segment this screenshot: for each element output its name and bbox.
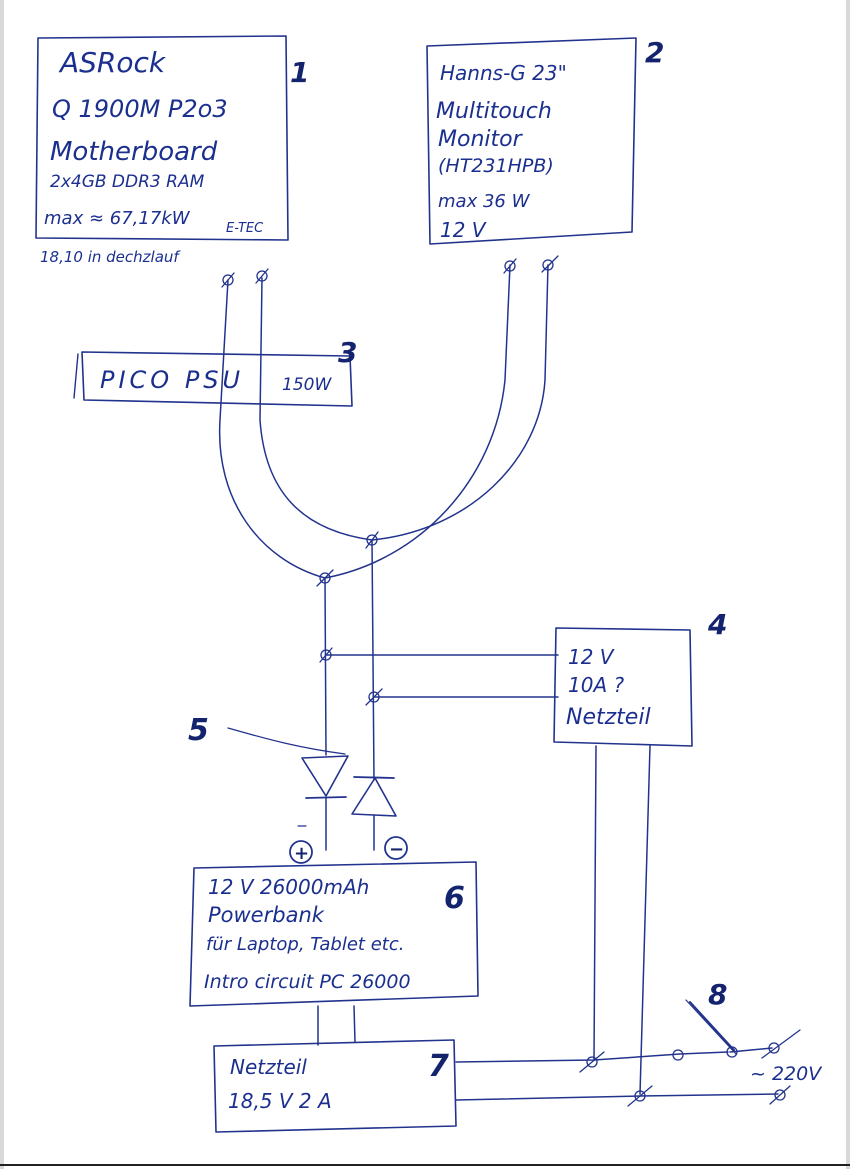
motherboard-etec: E-TEC bbox=[226, 221, 264, 236]
netzteil-12v-current: 10A ? bbox=[568, 673, 624, 697]
powerbank-usage: für Laptop, Tablet etc. bbox=[206, 934, 404, 955]
mains-wiring bbox=[455, 999, 801, 1107]
monitor-number: 2 bbox=[645, 36, 664, 69]
motherboard-ram: 2x4GB DDR3 RAM bbox=[50, 172, 205, 192]
polarity-minus-symbol: − bbox=[384, 836, 408, 860]
diodes: 5 bbox=[188, 713, 397, 827]
monitor-model: (HT231HPB) bbox=[438, 155, 554, 177]
motherboard-label: Motherboard bbox=[50, 137, 218, 167]
powerbank-box: 12 V 26000mAh Powerbank für Laptop, Tabl… bbox=[189, 861, 479, 1046]
monitor-power: max 36 W bbox=[438, 191, 531, 212]
diodes-number: 5 bbox=[188, 713, 209, 748]
motherboard-brand: ASRock bbox=[58, 46, 167, 79]
netzteil-18v-box: Netzteil 18,5 V 2 A 7 bbox=[213, 1039, 457, 1133]
switch-number: 8 bbox=[708, 978, 727, 1011]
powerbank-model: Intro circuit PC 26000 bbox=[204, 971, 411, 993]
polarity-plus-symbol: + bbox=[289, 840, 313, 864]
svg-text:−: − bbox=[389, 839, 404, 860]
netzteil-12v-number: 4 bbox=[707, 608, 727, 641]
pico-psu-box: PICO PSU 150W 3 bbox=[73, 336, 357, 407]
netzteil-18v-label: Netzteil bbox=[230, 1055, 307, 1079]
motherboard-power: max ≈ 67,17kW bbox=[44, 208, 191, 229]
pico-psu-number: 3 bbox=[338, 336, 357, 369]
pico-psu-watt: 150W bbox=[282, 375, 332, 395]
motherboard-box: ASRock Q 1900M P2o3 Motherboard 2x4GB DD… bbox=[35, 35, 309, 241]
pico-psu-label: PICO PSU bbox=[100, 366, 244, 394]
netzteil-18v-rating: 18,5 V 2 A bbox=[228, 1089, 332, 1113]
powerbank-label: Powerbank bbox=[208, 903, 325, 927]
monitor-voltage: 12 V bbox=[440, 218, 487, 242]
powerbank-capacity: 12 V 26000mAh bbox=[208, 875, 369, 899]
netzteil-12v-voltage: 12 V bbox=[568, 645, 615, 669]
netzteil-18v-number: 7 bbox=[428, 1049, 449, 1084]
monitor-label: Monitor bbox=[438, 127, 524, 152]
motherboard-model: Q 1900M P2o3 bbox=[52, 95, 228, 123]
terminal-markers bbox=[221, 255, 559, 706]
monitor-multitouch: Multitouch bbox=[436, 99, 552, 124]
powerbank-number: 6 bbox=[444, 881, 465, 916]
svg-text:+: + bbox=[294, 843, 309, 864]
motherboard-number: 1 bbox=[290, 56, 309, 89]
monitor-brand: Hanns-G 23" bbox=[440, 61, 567, 85]
netzteil-12v-label: Netzteil bbox=[566, 705, 651, 730]
motherboard-note: 18,10 in dechzlauf bbox=[40, 248, 181, 266]
mains-voltage-label: ~ 220V bbox=[750, 1063, 823, 1085]
main-wiring bbox=[218, 264, 559, 851]
monitor-box: Hanns-G 23" Multitouch Monitor (HT231HPB… bbox=[426, 36, 664, 245]
netzteil-12v-box: 12 V 10A ? Netzteil 4 bbox=[553, 608, 727, 1095]
